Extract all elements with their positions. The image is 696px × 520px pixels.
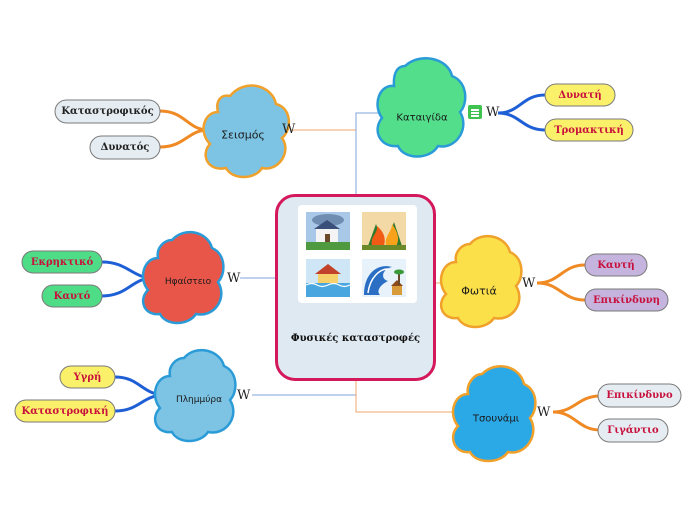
subtopic-ygri[interactable]: Υγρή (73, 371, 102, 383)
pill-bg-kataigida-1 (544, 83, 616, 107)
subtopic-dynatos[interactable]: Δυνατός (100, 141, 150, 153)
central-topic[interactable]: Φυσικές καταστροφές (275, 194, 436, 381)
disaster-image-collage (298, 205, 417, 303)
subtopic-dynati[interactable]: Δυνατή (558, 89, 602, 101)
central-topic-title: Φυσικές καταστροφές (290, 333, 421, 344)
pill-bg-ifaisteio-2 (41, 284, 103, 308)
pill-bg-kataigida-2 (544, 118, 634, 142)
tsunami-image (362, 259, 406, 297)
pill-bg-fotia-1 (584, 253, 648, 277)
connector-seismos (290, 129, 357, 194)
flood-house-image (306, 259, 350, 297)
branch-kataigida-2 (497, 111, 546, 132)
cloud-kataigida[interactable] (376, 57, 467, 158)
wikipedia-icon-kataigida[interactable]: W (486, 105, 500, 120)
branch-tsounami-1 (552, 394, 601, 414)
subtopic-epikindyni[interactable]: Επικίνδυνη (593, 294, 660, 306)
subtopic-katastrofikos[interactable]: Καταστροφικός (61, 105, 154, 117)
branch-kataigida-1 (497, 93, 546, 115)
branch-seismos-1 (159, 109, 209, 132)
wikipedia-icon-plimmyra[interactable]: W (237, 388, 251, 403)
subtopic-katastrofiki[interactable]: Καταστροφική (21, 405, 109, 417)
pill-bg-plimmyra-1 (59, 365, 116, 389)
wildfire-image (362, 212, 406, 250)
cloud-fotia[interactable] (439, 234, 523, 329)
connector-kataigida (355, 112, 382, 194)
connector-tsounami (355, 381, 458, 413)
cloud-ifaisteio[interactable] (141, 230, 225, 325)
pill-bg-plimmyra-2 (14, 399, 116, 423)
topic-label-plimmyra: Πλημμύρα (175, 395, 223, 405)
subtopic-gigantio[interactable]: Γιγάντιο (607, 424, 659, 436)
pill-bg-ifaisteio-1 (21, 250, 103, 274)
note-icon[interactable] (468, 105, 482, 119)
topic-label-fotia: Φωτιά (461, 284, 497, 298)
wikipedia-icon-fotia[interactable]: W (522, 276, 536, 291)
pill-bg-seismos-1 (54, 99, 161, 124)
topic-label-tsounami: Τσουνάμι (472, 413, 520, 425)
topic-label-ifaisteio: Ηφαίστειο (164, 277, 212, 287)
wikipedia-icon-tsounami[interactable]: W (537, 405, 551, 420)
pill-bg-seismos-2 (89, 135, 161, 160)
cloud-plimmyra[interactable] (153, 348, 237, 443)
connector-plimmyra (252, 381, 357, 396)
pill-bg-tsounami-2 (597, 418, 669, 443)
pill-bg-fotia-2 (584, 288, 669, 312)
subtopic-epikindyno[interactable]: Επικίνδυνο (606, 389, 673, 401)
branch-fotia-2 (536, 281, 586, 302)
pill-bg-tsounami-1 (597, 383, 682, 408)
cloud-tsounami[interactable] (451, 365, 537, 463)
wikipedia-icon-ifaisteio[interactable]: W (227, 271, 241, 286)
subtopic-ekriktiko[interactable]: Εκρηκτικό (30, 256, 94, 268)
storm-house-image (306, 212, 350, 250)
subtopic-tromaktiki[interactable]: Τρομακτική (554, 124, 624, 136)
subtopic-kafti[interactable]: Καυτή (597, 259, 635, 271)
wikipedia-icon-seismos[interactable]: W (282, 122, 296, 137)
branch-fotia-1 (536, 263, 586, 285)
topic-label-seismos: Σεισμός (221, 128, 265, 142)
cloud-seismos[interactable] (202, 84, 290, 179)
branch-tsounami-2 (552, 410, 601, 432)
branch-seismos-2 (159, 128, 209, 149)
subtopic-kafto[interactable]: Καυτό (53, 290, 91, 302)
topic-label-kataigida: Καταιγίδα (396, 112, 448, 124)
